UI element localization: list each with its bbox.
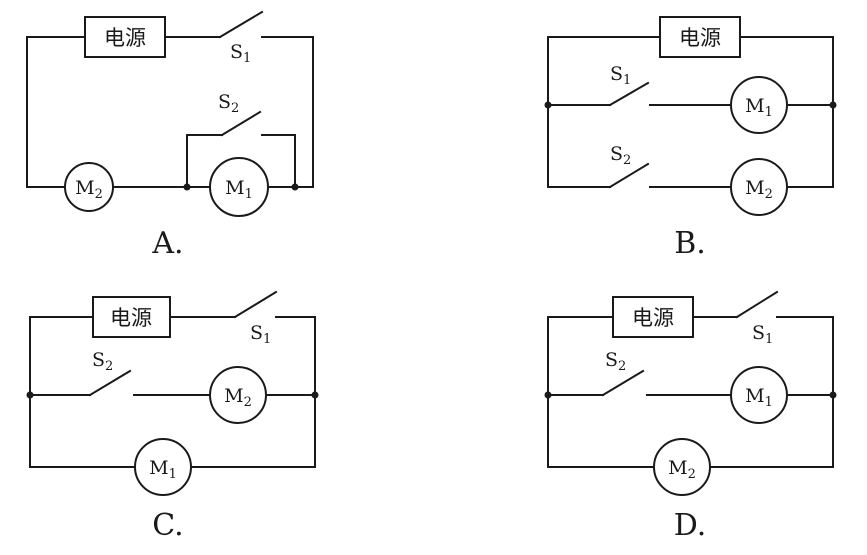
power-source-box bbox=[84, 16, 166, 58]
motor-m1 bbox=[134, 438, 192, 496]
junction-node bbox=[829, 391, 837, 399]
power-source-label: 电源 bbox=[632, 306, 674, 330]
circuit-c: 电源 M2 M1 S1 S2 C. bbox=[26, 290, 319, 543]
switch-s2-label: S2 bbox=[610, 143, 631, 168]
power-source-label: 电源 bbox=[110, 306, 152, 330]
motor-m2-label: M2 bbox=[75, 177, 103, 202]
switch-s2-label: S2 bbox=[605, 349, 626, 374]
motor-m2 bbox=[209, 366, 267, 424]
switch-s1-label: S1 bbox=[610, 63, 631, 88]
switch-s2-blade bbox=[608, 162, 650, 189]
motor-m1 bbox=[209, 157, 269, 217]
power-source-box bbox=[612, 296, 694, 338]
motor-m2-label: M2 bbox=[668, 457, 696, 482]
motor-m2 bbox=[64, 162, 114, 212]
motor-m2 bbox=[653, 438, 711, 496]
junction-node bbox=[291, 183, 299, 191]
option-a-caption: A. bbox=[151, 226, 183, 261]
motor-m1 bbox=[730, 76, 788, 134]
motor-m1-label: M1 bbox=[745, 95, 773, 120]
power-source-box bbox=[92, 296, 171, 338]
switch-s2-label: S2 bbox=[92, 349, 113, 374]
power-source-label: 电源 bbox=[679, 26, 721, 50]
circuit-b: 电源 M1 M2 S1 S2 B. bbox=[544, 16, 837, 261]
motor-m1-label: M1 bbox=[149, 457, 177, 482]
circuit-d: 电源 M1 M2 S1 S2 D. bbox=[544, 290, 837, 543]
switch-s2-blade bbox=[220, 110, 262, 137]
switch-s1-blade bbox=[233, 290, 278, 319]
switch-s1-blade bbox=[608, 81, 650, 107]
junction-node bbox=[183, 183, 191, 191]
switch-s1-label: S1 bbox=[230, 41, 251, 66]
power-source-label: 电源 bbox=[104, 26, 146, 50]
junction-node bbox=[544, 391, 552, 399]
option-c-caption: C. bbox=[152, 508, 183, 543]
motor-m2 bbox=[730, 158, 788, 216]
switch-s1-blade bbox=[735, 290, 779, 319]
junction-node bbox=[544, 101, 552, 109]
junction-node bbox=[829, 101, 837, 109]
switch-s1-label: S1 bbox=[752, 322, 773, 347]
junction-node bbox=[311, 391, 319, 399]
motor-m2-label: M2 bbox=[224, 385, 252, 410]
motor-m1 bbox=[730, 366, 788, 424]
power-source-box bbox=[659, 16, 741, 58]
switch-s2-blade bbox=[88, 369, 132, 397]
option-d-caption: D. bbox=[674, 508, 707, 543]
motor-m1-label: M1 bbox=[745, 385, 773, 410]
switch-s1-blade bbox=[218, 10, 264, 39]
junction-node bbox=[26, 391, 34, 399]
option-b-caption: B. bbox=[674, 226, 706, 261]
switch-s2-label: S2 bbox=[218, 91, 239, 116]
circuit-a: 电源 M2 M1 S1 S2 A. bbox=[26, 10, 314, 261]
motor-m2-label: M2 bbox=[745, 177, 773, 202]
switch-s2-blade bbox=[601, 369, 645, 397]
switch-s1-label: S1 bbox=[250, 322, 271, 347]
motor-m1-label: M1 bbox=[225, 177, 253, 202]
